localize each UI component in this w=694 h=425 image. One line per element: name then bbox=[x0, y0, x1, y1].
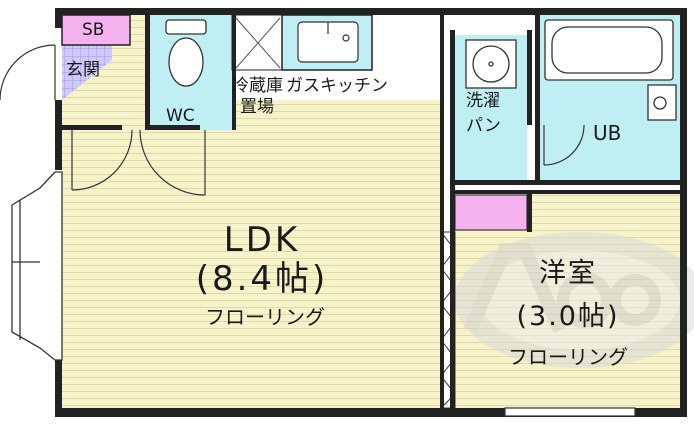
laundry-label-line2: パン bbox=[466, 116, 501, 136]
kitchen-label: ガスキッチン bbox=[286, 76, 388, 96]
ldk-size: (8.4帖) bbox=[195, 259, 329, 299]
sink bbox=[297, 21, 359, 63]
walls bbox=[55, 8, 687, 417]
yoshitsu-size: (3.0帖) bbox=[516, 301, 620, 332]
yoshitsu-name: 洋室 bbox=[539, 258, 597, 289]
genkan-label: 玄関 bbox=[66, 60, 100, 80]
fridge-label-line1: 冷蔵庫 bbox=[232, 76, 283, 96]
sb-storage bbox=[61, 14, 131, 46]
ldk-name: LDK bbox=[223, 220, 301, 260]
bathtub bbox=[544, 19, 677, 121]
washer bbox=[465, 39, 517, 89]
doors bbox=[0, 44, 585, 196]
ldk-floor-type: フローリング bbox=[205, 305, 325, 329]
watermark-logo bbox=[455, 232, 694, 368]
wc-label: WC bbox=[166, 106, 195, 126]
bay-window bbox=[11, 171, 63, 361]
fridge-mark bbox=[235, 17, 281, 69]
fridge-label-line2: 置場 bbox=[240, 97, 274, 117]
closet bbox=[454, 194, 528, 231]
laundry-label-line1: 洗濯 bbox=[466, 91, 500, 111]
ldk-floor bbox=[62, 100, 444, 410]
floor-fills bbox=[61, 14, 680, 410]
sb-label: SB bbox=[82, 20, 105, 40]
bottom-window bbox=[504, 407, 636, 417]
yoshitsu-floor-type: フローリング bbox=[508, 345, 628, 369]
toilet bbox=[165, 19, 207, 87]
ub-label: UB bbox=[593, 121, 622, 145]
genkan-tile bbox=[62, 45, 112, 100]
